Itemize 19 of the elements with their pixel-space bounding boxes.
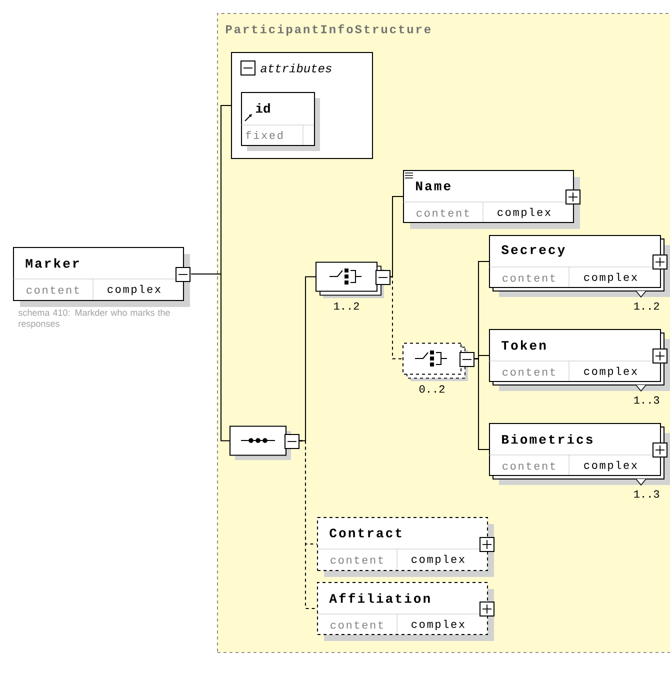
connector-line [299,440,318,609]
connector-line [390,276,403,360]
occurrence-label: 0..2 [419,385,444,393]
element-box: Affiliation content complex [316,582,494,641]
connector-line [190,274,230,442]
element-box: Biometrics content complex [488,423,670,486]
occurrence-label: 1..2 [334,302,359,310]
connector-line [474,358,490,450]
connector-line [390,196,404,278]
element-box: Secrecy content complex [488,235,670,298]
description-text: schema 410: Markder who marks the responses [18,309,170,329]
element-box: Token content complex [488,329,670,392]
element-box: Name content complex [402,170,580,229]
occurrence-label: 1..2 [634,302,659,310]
attribute-box: id fixed [240,92,320,151]
element-box: Marker content complex [12,247,190,307]
occurrence-label: 1..3 [634,396,660,404]
occurrence-label: 1..3 [634,490,660,498]
element-box: Contract content complex [316,517,494,577]
